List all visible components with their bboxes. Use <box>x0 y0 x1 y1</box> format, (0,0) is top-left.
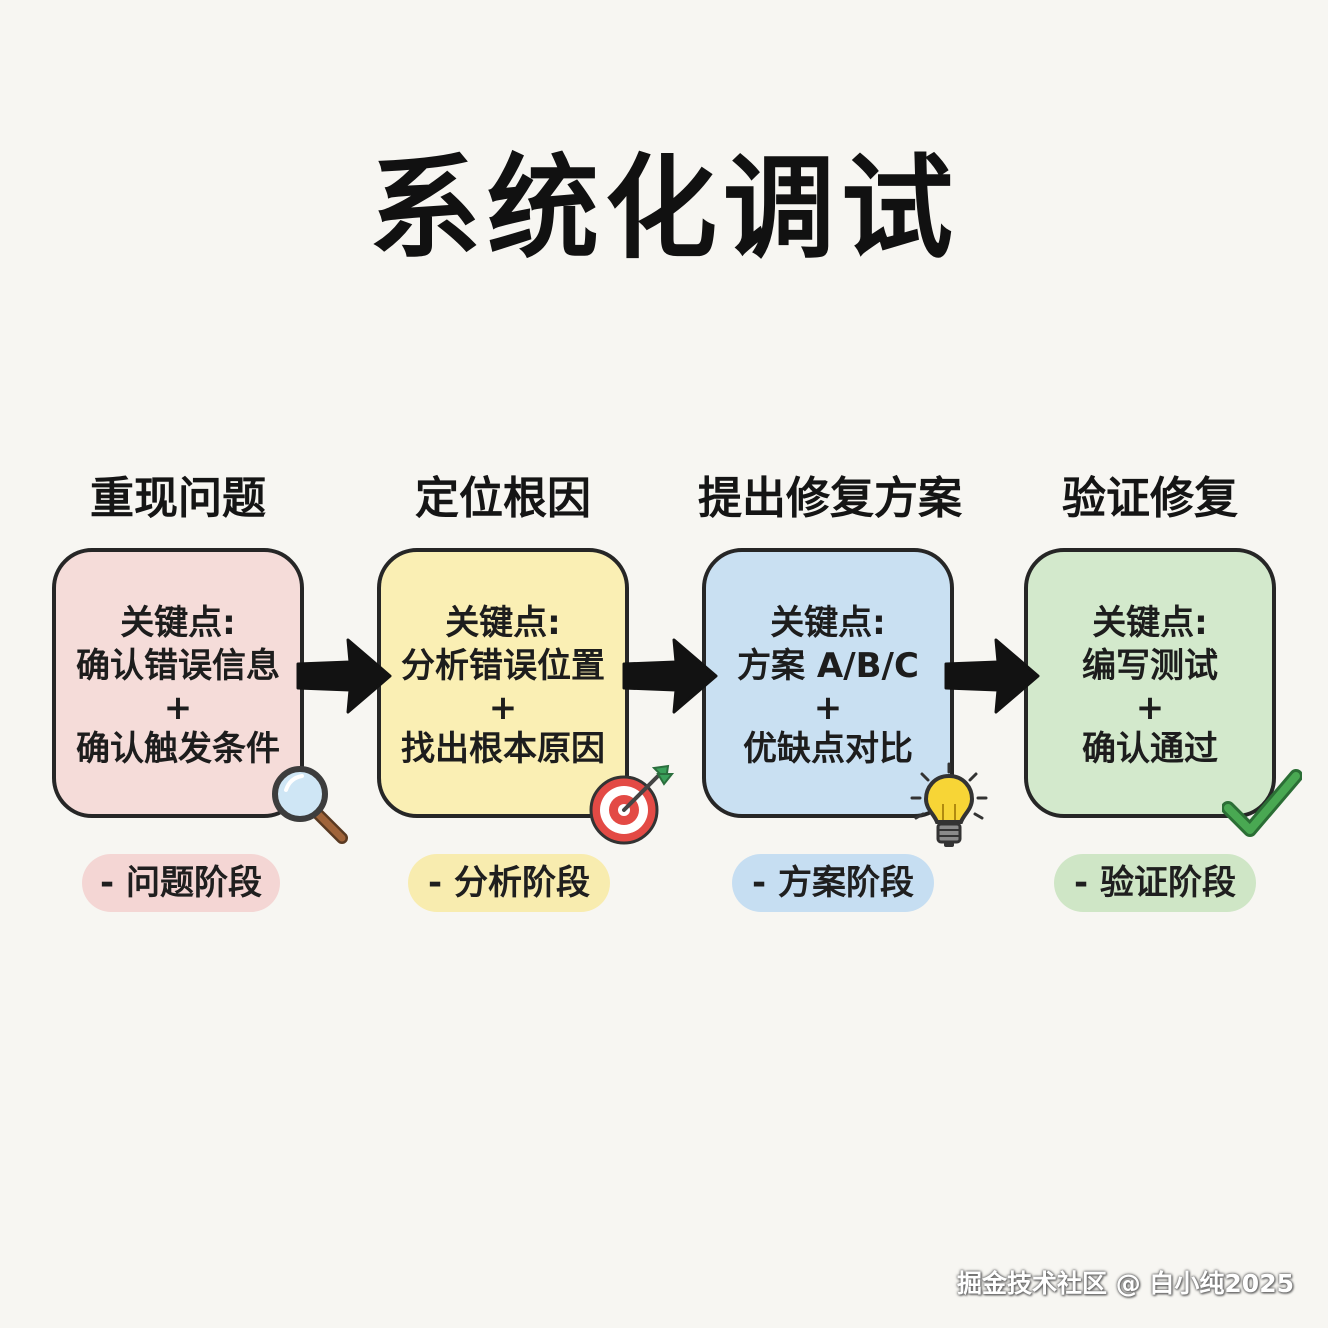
key-point-line-2: 确认通过 <box>1082 728 1218 769</box>
flow-arrow-icon <box>296 638 392 714</box>
phase-badge-analysis: - 分析阶段 <box>408 854 610 912</box>
stage-card-reproduce: 关键点: 确认错误信息 + 确认触发条件 <box>52 548 304 818</box>
plus-sign: + <box>1135 687 1165 728</box>
stage-heading-verify: 验证修复 <box>1062 473 1238 524</box>
key-point-line-2: 优缺点对比 <box>743 728 913 769</box>
key-point-label: 关键点: <box>770 602 886 643</box>
key-point-line-1: 方案 A/B/C <box>737 645 919 686</box>
phase-badge-verification: - 验证阶段 <box>1054 854 1256 912</box>
key-point-line-1: 编写测试 <box>1082 645 1218 686</box>
key-point-label: 关键点: <box>120 602 236 643</box>
plus-sign: + <box>813 687 843 728</box>
stage-card-locate: 关键点: 分析错误位置 + 找出根本原因 <box>377 548 629 818</box>
key-point-line-1: 分析错误位置 <box>401 645 605 686</box>
flow-arrow-icon <box>622 638 718 714</box>
key-point-line-1: 确认错误信息 <box>76 645 280 686</box>
lightbulb-icon <box>910 762 988 847</box>
key-point-line-2: 确认触发条件 <box>76 728 280 769</box>
stage-heading-reproduce: 重现问题 <box>90 473 266 524</box>
key-point-label: 关键点: <box>445 602 561 643</box>
plus-sign: + <box>488 687 518 728</box>
phase-badge-solution: - 方案阶段 <box>732 854 934 912</box>
page-title: 系统化调试 <box>369 144 959 274</box>
stage-heading-propose: 提出修复方案 <box>698 473 962 524</box>
flow-arrow-icon <box>944 638 1040 714</box>
phase-badge-problem: - 问题阶段 <box>82 854 280 912</box>
checkmark-icon <box>1222 769 1302 837</box>
stage-heading-locate: 定位根因 <box>415 473 591 524</box>
stage-card-verify: 关键点: 编写测试 + 确认通过 <box>1024 548 1276 818</box>
stage-card-propose: 关键点: 方案 A/B/C + 优缺点对比 <box>702 548 954 818</box>
key-point-label: 关键点: <box>1092 602 1208 643</box>
plus-sign: + <box>163 687 193 728</box>
target-icon <box>589 764 675 845</box>
watermark: 掘金技术社区 @ 白小纯2025 <box>957 1269 1294 1298</box>
key-point-line-2: 找出根本原因 <box>401 728 605 769</box>
magnifier-icon <box>272 766 348 844</box>
